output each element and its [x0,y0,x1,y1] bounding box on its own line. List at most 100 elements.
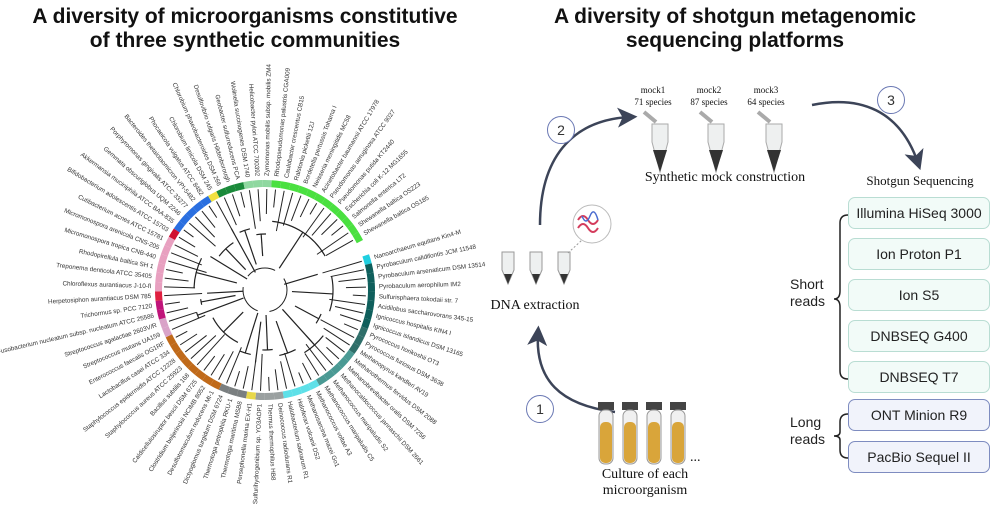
tree-branch [260,234,264,257]
clade-ring-segment [364,309,374,320]
tree-branch [210,353,225,376]
tree-branch [291,290,333,295]
tree-branch [345,286,366,289]
mock-species: 64 species [747,97,785,107]
arrow-dna-to-mock [538,107,638,226]
clade-ring-segment [168,228,180,240]
tree-branch [216,201,235,235]
clade-ring-segment [161,326,173,338]
tree-branch [201,210,216,228]
platform-pacbio-sequel-ii: PacBio Sequel II [848,441,990,473]
dna-extraction-label: DNA extraction [490,298,580,313]
clade-ring-segment [366,300,375,311]
tree-branch [230,228,256,273]
right-title: A diversity of shotgun metagenomic seque… [520,5,950,53]
tree-branch [339,314,362,322]
clade-ring-segment [158,253,168,265]
left-title-line: of three synthetic communities [89,29,401,52]
tree-branch [164,301,180,305]
tree-branch [244,230,257,265]
tree-branch [281,308,316,346]
tree-branch [179,333,198,346]
clade-ring-segment [165,334,177,346]
clade-ring-segment [364,263,374,274]
tree-branch [178,236,196,248]
ellipsis: ... [690,450,701,465]
mock-construction-label: Synthetic mock construction [644,170,806,185]
tree-branch [188,222,216,247]
tree-branch [321,219,338,236]
clade-ring-segment [362,254,372,266]
culture-label-line: microorganism [602,483,688,498]
clade-ring-segment [155,272,164,283]
clade-ring-segment [367,291,375,302]
clade-ring-segment [156,308,166,320]
tree-branch [299,198,310,218]
clade-ring-segment [194,369,207,381]
clade-ring-segment [173,220,185,233]
clade-ring-segment [335,209,347,222]
species-label: Sulfurihydrogenibium sp. YO3AOP1 [252,403,263,504]
tree-branch [326,346,340,360]
tree-branch [248,190,256,229]
tree-branch [164,277,189,282]
clade-ring-segment [234,182,245,192]
mock-name: mock3 [753,85,779,95]
tree-branch [203,355,216,371]
clade-ring-segment [210,379,222,390]
clade-ring-segment [330,363,343,375]
species-label: Sulfurisphaera tokodaii str. 7 [379,293,459,305]
tree-branch [254,321,262,363]
culture-tubes [598,402,686,465]
clade-ring-segment [208,191,220,202]
clade-ring-segment [313,193,326,204]
clade-ring-segment [255,392,265,400]
clade-ring-segment [297,185,309,196]
tree-branch [325,337,345,353]
tree-branch [298,372,304,384]
clade-ring-segment [357,326,368,338]
tree-branch [231,194,241,217]
species-label: Thermus thermophilus HB8 [266,404,276,481]
tree-clade-arc [304,335,324,354]
clade-ring-segment [179,213,191,226]
clade-ring-segment [218,383,230,394]
tree-branch [334,305,364,314]
tree-branch [275,190,285,232]
clade-ring-segment [181,356,193,369]
clade-ring-segment [161,245,171,257]
platform-ion-proton-p1: Ion Proton P1 [848,238,990,270]
clade-ring-segment [337,356,349,369]
tree-branch [196,334,226,366]
tree-branch [196,272,238,284]
tree-branch [242,366,249,389]
clade-ring-segment [159,317,169,329]
tree-clade-arc [239,350,251,356]
culture-label: Culture of each microorganism [590,467,700,499]
tree-branch [338,277,366,282]
tree-branch [282,192,294,226]
tree-branch [174,244,199,257]
dna-magnifier-icon [572,204,612,244]
culture-label-line: Culture of each [601,467,689,482]
tree-branch [210,256,248,280]
clade-ring-segment [291,386,303,397]
short-reads-line: reads [790,293,826,309]
dna-extraction-tubes [501,251,571,286]
tree-branch [325,239,354,256]
mock-species: 71 species [634,97,672,107]
tree-branch [223,197,237,226]
tree-clade-arc [239,228,251,233]
clade-ring-segment [185,207,198,219]
platform-ont-minion-r9: ONT Minion R9 [848,399,990,431]
platform-illumina-hiseq-3000: Illumina HiSeq 3000 [848,197,990,229]
tree-branch [309,202,318,215]
tree-branch [168,311,197,322]
tree-branch [175,330,188,338]
clade-ring-segment [341,216,353,229]
left-title-line: A diversity of microorganisms constituti… [32,5,458,28]
